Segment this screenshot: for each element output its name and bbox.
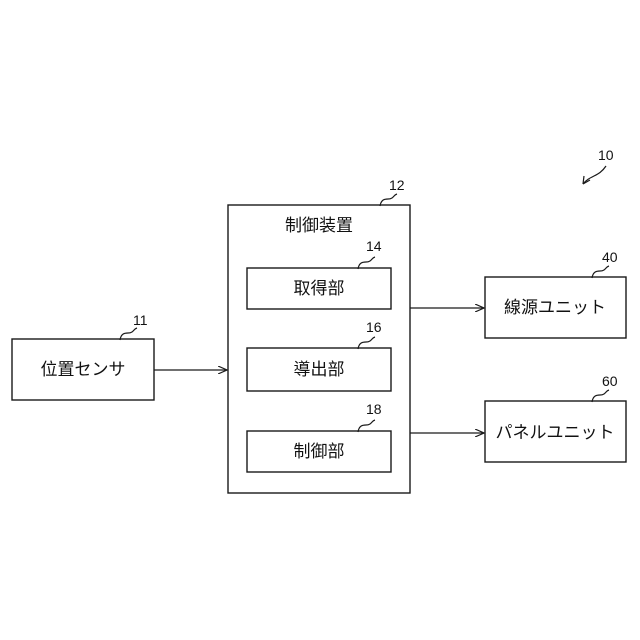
- figure-ref-leader: [583, 166, 606, 184]
- control-device-label: 制御装置: [285, 216, 353, 236]
- panel-unit-leader: [592, 390, 609, 402]
- panel-unit-block: パネルユニット 60: [485, 373, 626, 462]
- acquisition-unit-label: 取得部: [294, 279, 345, 299]
- position-sensor-label: 位置センサ: [41, 360, 126, 380]
- radiation-source-unit-ref: 40: [602, 249, 618, 265]
- control-device-ref: 12: [389, 177, 405, 193]
- control-unit-ref: 18: [366, 401, 382, 417]
- position-sensor-leader: [120, 328, 137, 340]
- radiation-source-unit-leader: [592, 266, 609, 278]
- acquisition-unit-ref: 14: [366, 238, 382, 254]
- control-device-leader: [380, 194, 397, 206]
- derivation-unit-ref: 16: [366, 319, 382, 335]
- position-sensor-ref: 11: [133, 312, 148, 328]
- radiation-source-unit-block: 線源ユニット 40: [485, 249, 626, 338]
- figure-ref-number: 10: [598, 147, 614, 163]
- radiation-source-unit-label: 線源ユニット: [504, 298, 606, 318]
- panel-unit-ref: 60: [602, 373, 618, 389]
- derivation-unit-label: 導出部: [294, 360, 345, 380]
- control-unit-label: 制御部: [294, 442, 345, 462]
- panel-unit-label: パネルユニット: [496, 423, 615, 443]
- position-sensor-block: 位置センサ 11: [12, 312, 154, 400]
